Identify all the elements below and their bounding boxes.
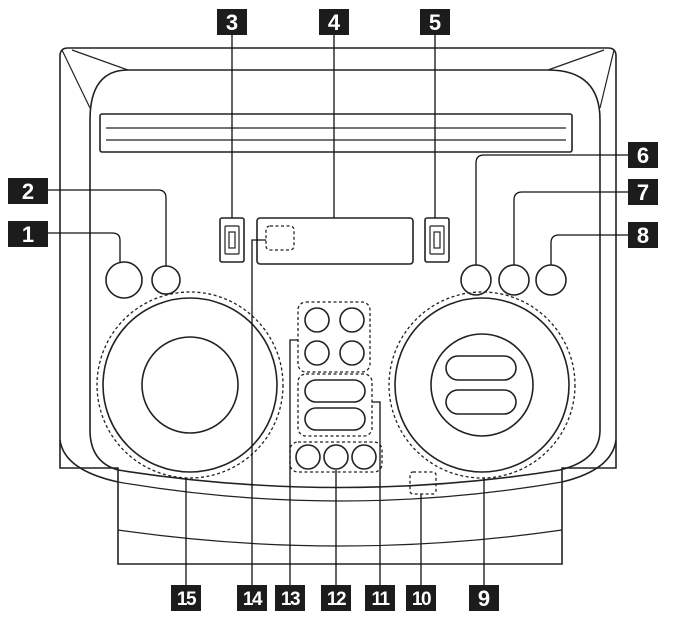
center-bottom-button-c[interactable] [351, 444, 377, 470]
usb-port-right[interactable] [424, 217, 450, 263]
cabinet-body [59, 47, 617, 565]
callout-3: 3 [217, 9, 247, 35]
svg-text:6: 6 [637, 143, 649, 168]
center-button-group-bottom [289, 441, 383, 473]
center-oval-button-top[interactable] [304, 379, 366, 403]
callout-8: 8 [628, 222, 658, 248]
center-bottom-button-a[interactable] [295, 444, 321, 470]
leader-lines [48, 35, 628, 585]
callout-14: 14 [237, 585, 267, 611]
callout-12: 12 [321, 585, 351, 611]
svg-text:12: 12 [327, 589, 346, 610]
svg-text:14: 14 [243, 589, 263, 610]
svg-text:3: 3 [226, 10, 238, 35]
svg-text:15: 15 [177, 589, 197, 610]
callout-1: 1 [8, 221, 48, 247]
callout-4: 4 [319, 9, 349, 35]
center-oval-button-bottom[interactable] [304, 407, 366, 431]
svg-text:7: 7 [637, 180, 649, 205]
callout-15: 15 [171, 585, 201, 611]
right-button-7[interactable] [498, 264, 530, 296]
sensor-window [409, 471, 437, 495]
svg-text:8: 8 [637, 223, 649, 248]
center-button-d[interactable] [339, 340, 365, 366]
callout-2: 2 [8, 178, 48, 204]
remote-sensor [265, 225, 295, 251]
center-button-group-middle [297, 373, 373, 437]
center-button-c[interactable] [304, 340, 330, 366]
svg-text:13: 13 [281, 589, 300, 610]
callout-11: 11 [365, 585, 395, 611]
right-jog-wheel[interactable] [388, 291, 576, 479]
svg-text:10: 10 [412, 589, 431, 610]
left-jog-wheel[interactable] [96, 291, 284, 479]
power-button[interactable] [105, 261, 143, 299]
callout-5: 5 [420, 9, 450, 35]
svg-text:1: 1 [22, 222, 34, 247]
center-bottom-button-b[interactable] [323, 444, 349, 470]
usb-port-left[interactable] [219, 217, 245, 263]
svg-text:4: 4 [328, 10, 341, 35]
display-window [256, 217, 414, 265]
callout-7: 7 [628, 179, 658, 205]
right-button-6[interactable] [460, 264, 492, 296]
callout-6: 6 [628, 142, 658, 168]
callout-10: 10 [406, 585, 436, 611]
svg-text:11: 11 [371, 589, 390, 610]
center-button-a[interactable] [304, 307, 330, 333]
right-button-8[interactable] [535, 264, 567, 296]
center-button-group-top [297, 301, 371, 373]
callout-9: 9 [469, 585, 499, 611]
callout-13: 13 [275, 585, 305, 611]
left-small-button[interactable] [151, 265, 181, 295]
svg-text:2: 2 [22, 179, 34, 204]
svg-text:5: 5 [429, 10, 441, 35]
disc-slot [99, 113, 573, 153]
center-button-b[interactable] [339, 307, 365, 333]
svg-text:9: 9 [478, 586, 490, 611]
